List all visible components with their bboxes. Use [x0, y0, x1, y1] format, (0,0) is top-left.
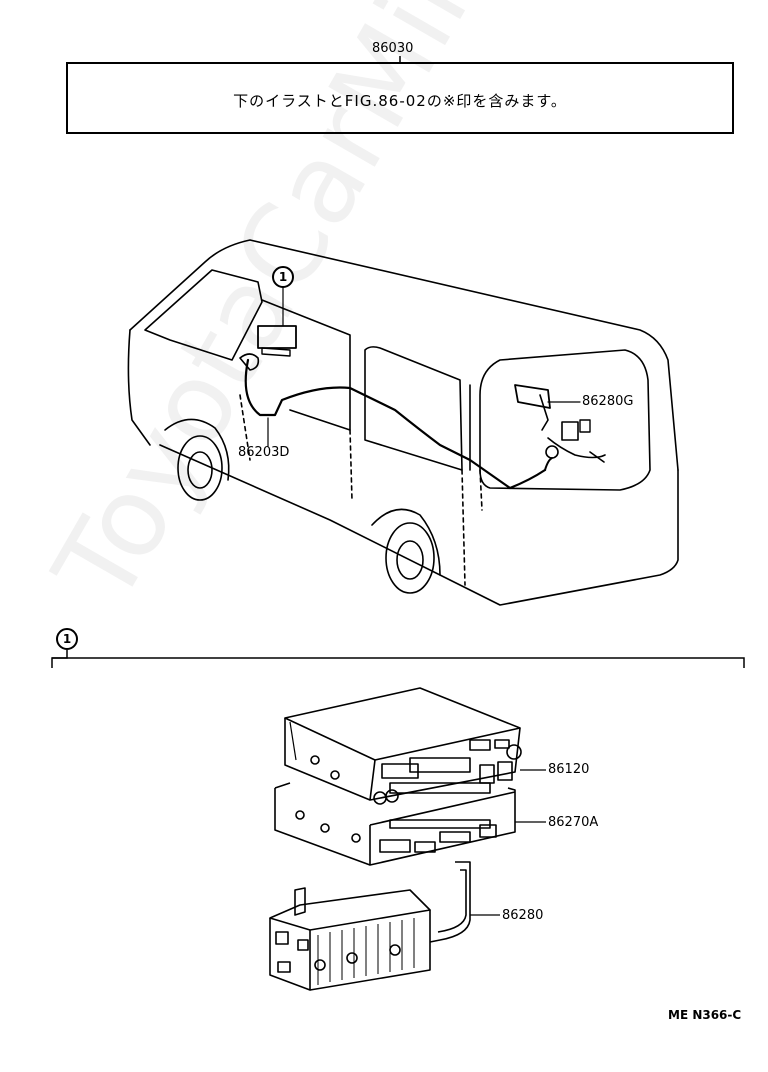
label-86280g: 86280G [582, 394, 634, 409]
note-text: 下のイラストとFIG.86-02の※印を含みます。 [233, 92, 567, 110]
callout-lower: 1 [56, 628, 78, 650]
diagram-code: ME N366-C [668, 1008, 742, 1022]
callout-upper: 1 [272, 266, 294, 288]
label-86203d: 86203D [238, 445, 290, 460]
label-86120: 86120 [548, 762, 590, 777]
note-box: 下のイラストとFIG.86-02の※印を含みます。 [66, 62, 734, 134]
header-part-number: 86030 [372, 41, 414, 56]
label-86270a: 86270A [548, 815, 599, 830]
label-86280: 86280 [502, 908, 544, 923]
